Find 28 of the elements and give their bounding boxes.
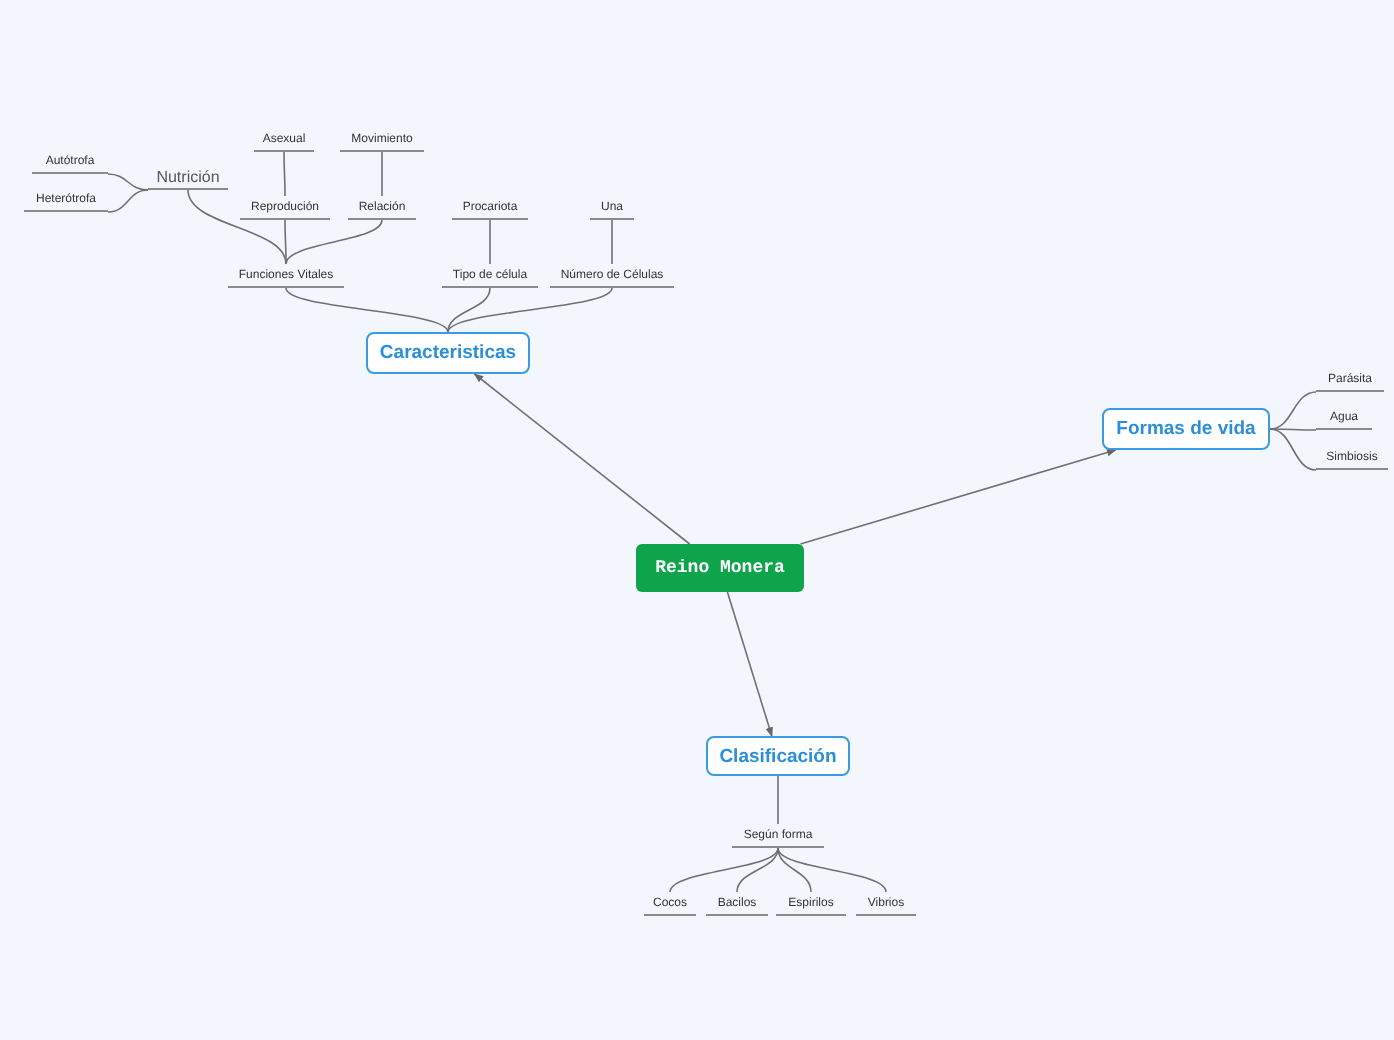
connector-line: [447, 287, 491, 333]
connector-line: [777, 775, 779, 825]
connector-line: [285, 287, 449, 333]
main-topic-box: Clasificación: [706, 736, 850, 776]
connector-line: [1269, 428, 1317, 471]
connector-line: [1269, 391, 1317, 430]
connector-line: [107, 189, 149, 213]
connector-line: [777, 847, 812, 893]
connector-line: [107, 173, 149, 191]
subtopic-label: Nutrición: [148, 166, 228, 190]
connector-line: [489, 219, 491, 265]
connector-line: [285, 219, 383, 265]
main-topic-box: Formas de vida: [1102, 408, 1270, 450]
connector-line: [283, 151, 286, 197]
connector-line: [736, 847, 779, 893]
arrow: [473, 373, 691, 545]
connector-line: [187, 189, 287, 265]
connector-line: [381, 151, 383, 197]
arrow: [799, 448, 1117, 545]
connector-line: [777, 847, 887, 893]
main-topic-box: Caracteristicas: [366, 332, 530, 374]
connector-line: [611, 219, 613, 265]
arrow: [726, 591, 773, 737]
connector-line: [1269, 428, 1317, 431]
connector-line: [669, 847, 779, 893]
connector-line: [284, 219, 287, 265]
connector-line: [447, 287, 613, 333]
central-topic-box: Reino Monera: [636, 544, 804, 592]
